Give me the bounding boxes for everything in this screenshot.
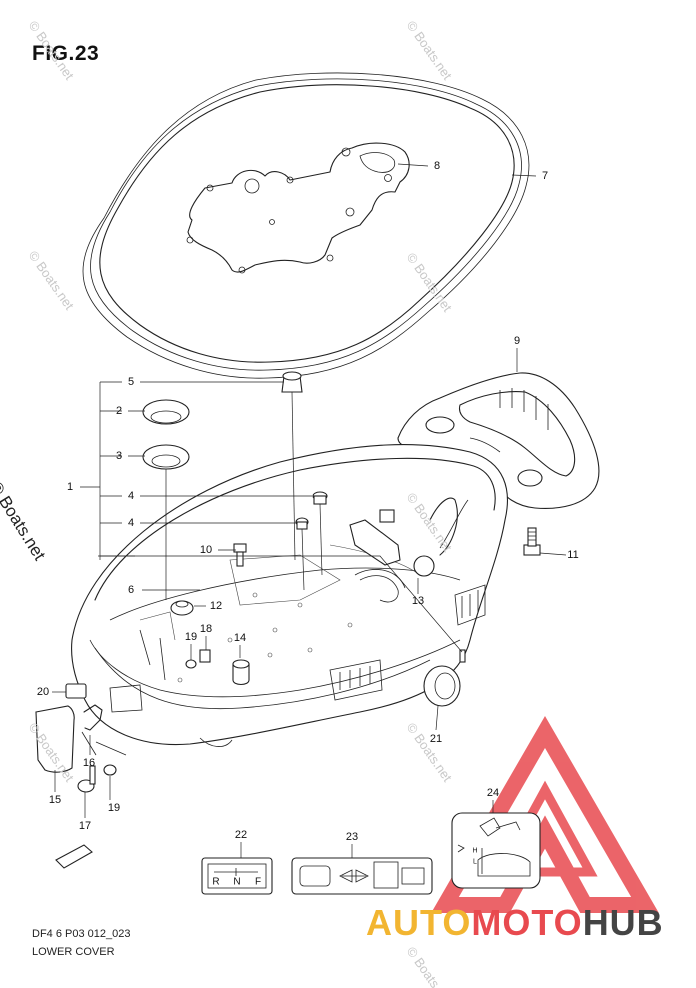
decal-22-letter-n: N (233, 876, 241, 888)
callout-14: 14 (233, 632, 247, 644)
callout-5: 5 (127, 376, 135, 388)
decal-part-23 (291, 857, 433, 895)
callout-16: 16 (82, 757, 96, 769)
decal-24-letter-l: L (473, 858, 477, 866)
callout-21: 21 (429, 733, 443, 745)
callout-18: 18 (199, 623, 213, 635)
callout-2: 2 (115, 405, 123, 417)
grommet-part-14 (232, 659, 250, 686)
callout-17: 17 (78, 820, 92, 832)
grommet-part-21 (423, 649, 466, 707)
decal-22-letter-r: R (212, 876, 220, 888)
brand-part-hub: HUB (582, 902, 664, 943)
callout-7: 7 (541, 170, 549, 182)
decal-24-letter-h: H (472, 847, 478, 855)
callout-20: 20 (36, 686, 50, 698)
screw-part-17 (77, 765, 96, 793)
callout-8: 8 (433, 160, 441, 172)
figure-name: LOWER COVER (32, 946, 115, 958)
grommet-part-12 (170, 600, 194, 616)
washer-part-18 (199, 649, 211, 663)
plug-part-5 (281, 371, 303, 393)
callout-22: 22 (234, 829, 248, 841)
plug-part-4-lower (295, 517, 309, 530)
seal-ring-part-7 (82, 72, 530, 379)
callout-12: 12 (209, 600, 223, 612)
callout-leader-lines (52, 163, 567, 858)
clip-part-16 (81, 704, 103, 756)
callout-19-upper: 19 (184, 631, 198, 643)
callout-9: 9 (513, 335, 521, 347)
gasket-part-8 (186, 142, 410, 274)
figure-code: DF4 6 P03 012_023 (32, 928, 131, 940)
decal-22-letter-f: F (254, 876, 262, 888)
callout-3: 3 (115, 450, 123, 462)
callout-13: 13 (411, 595, 425, 607)
clip-part-20 (65, 683, 87, 699)
callout-6-left: 6 (127, 584, 135, 596)
washer-part-19-upper (185, 659, 197, 669)
callout-4-lower: 4 (127, 517, 135, 529)
brand-wordmark: AUTOMOTOHUB (366, 902, 664, 944)
grommet-part-2 (142, 399, 190, 425)
lower-cover-body (71, 444, 508, 747)
grommet-part-3 (142, 444, 190, 470)
decal-part-24 (451, 812, 541, 889)
bolt-part-10 (233, 543, 247, 567)
callout-1: 1 (66, 481, 74, 493)
washer-part-19-lower (103, 764, 117, 776)
callout-23: 23 (345, 831, 359, 843)
brand-part-moto: MOTO (471, 902, 583, 943)
callout-10: 10 (199, 544, 213, 556)
bolt-part-11 (523, 527, 541, 556)
decal-part-22 (201, 857, 273, 895)
brand-part-auto: AUTO (366, 902, 472, 943)
plug-part-4-upper (312, 491, 328, 505)
callout-19-lower: 19 (107, 802, 121, 814)
callout-24: 24 (486, 787, 500, 799)
fwd-arrow-mark (55, 844, 93, 869)
plate-part-15 (35, 705, 75, 773)
carry-handle-part-9 (397, 372, 600, 509)
callout-4-upper: 4 (127, 490, 135, 502)
figure-title: FIG.23 (32, 42, 100, 65)
bracket-part-13 (349, 497, 469, 577)
callout-15: 15 (48, 794, 62, 806)
callout-11: 11 (567, 549, 579, 561)
